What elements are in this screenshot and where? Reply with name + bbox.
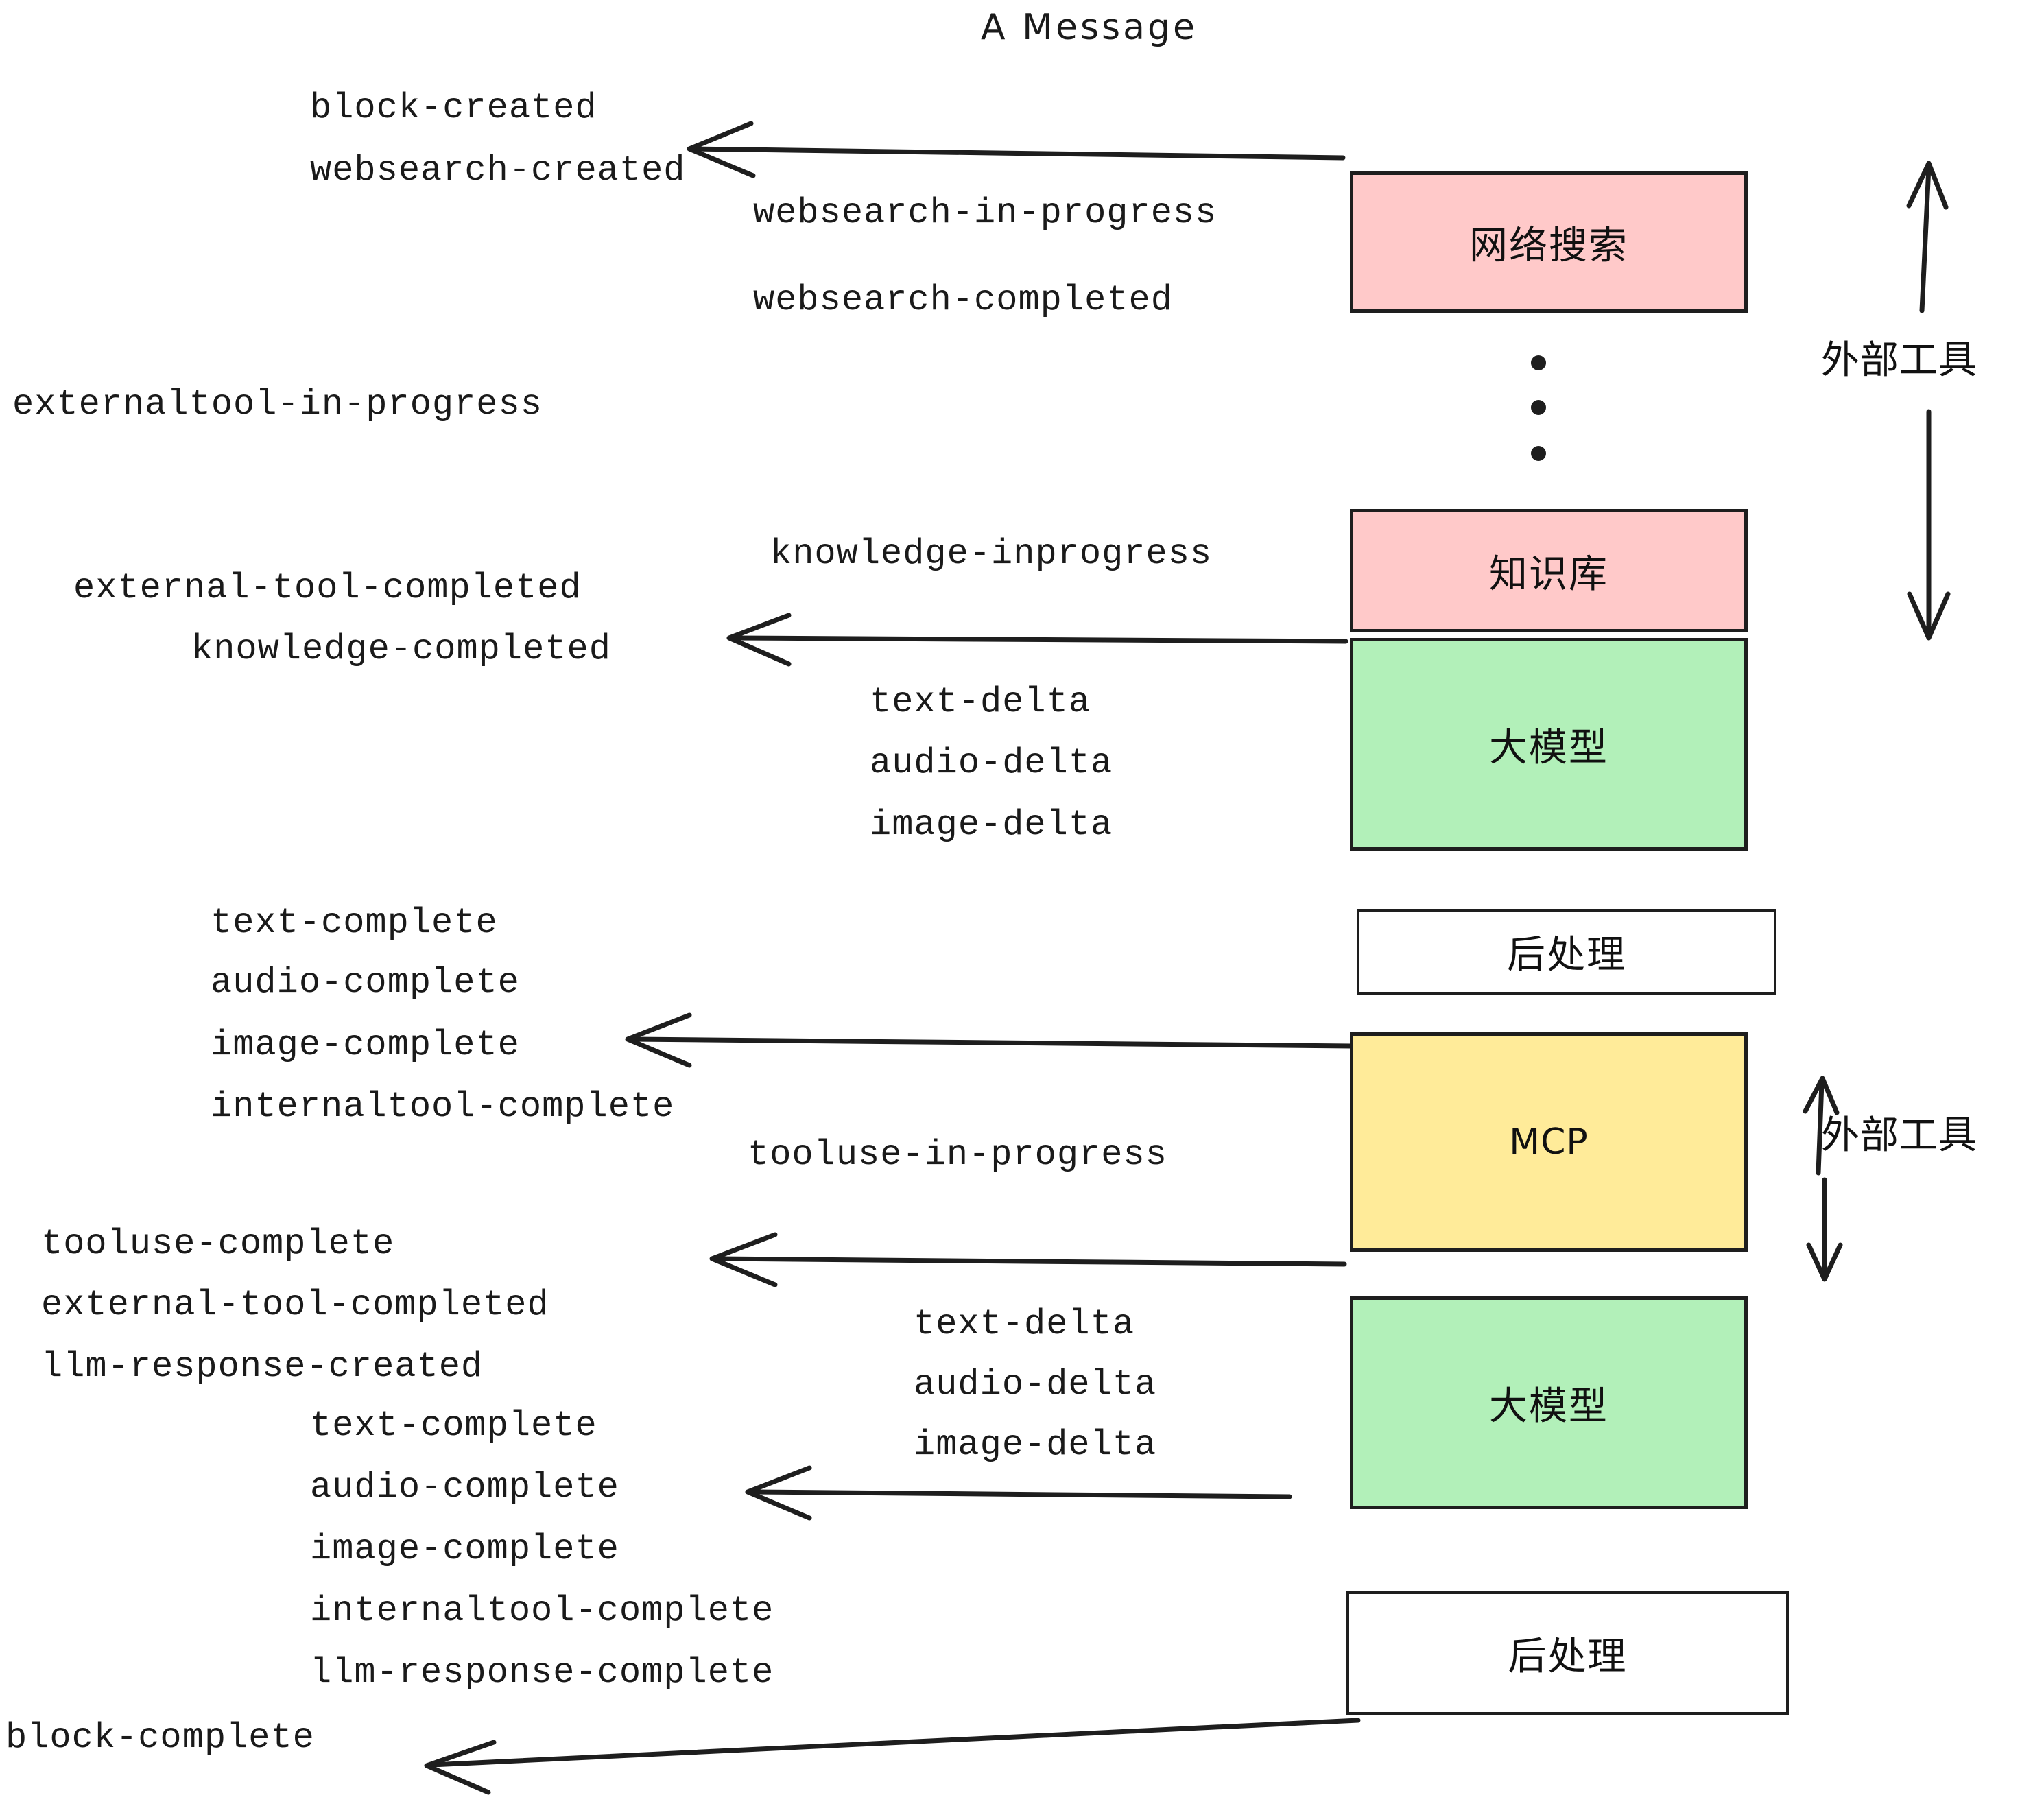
event-text-complete-2: text-complete (310, 1405, 597, 1446)
node-mcp[interactable]: MCP (1350, 1032, 1748, 1252)
event-llm-response-created: llm-response-created (41, 1346, 484, 1387)
event-block-complete: block-complete (5, 1718, 315, 1758)
page-title: A Message (981, 7, 1198, 48)
ellipsis-dot-1 (1531, 355, 1546, 370)
event-websearch-completed: websearch-completed (753, 280, 1173, 320)
node-postprocess-1[interactable]: 后处理 (1357, 909, 1776, 995)
ellipsis-dot-2 (1531, 400, 1546, 415)
event-audio-complete-1: audio-complete (211, 962, 520, 1003)
node-websearch[interactable]: 网络搜索 (1350, 171, 1748, 313)
event-knowledge-inprogress: knowledge-inprogress (770, 534, 1213, 574)
event-externaltool-in-progress: externaltool-in-progress (12, 384, 543, 425)
label-external-tool-lower: 外部工具 (1821, 1113, 1977, 1158)
node-postprocess-2[interactable]: 后处理 (1346, 1591, 1789, 1715)
node-llm-bottom[interactable]: 大模型 (1350, 1296, 1748, 1509)
event-tooluse-in-progress: tooluse-in-progress (748, 1135, 1167, 1175)
event-external-tool-completed-1: external-tool-completed (73, 568, 582, 608)
event-text-delta-1: text-delta (870, 682, 1091, 722)
event-websearch-created: websearch-created (310, 150, 686, 191)
event-internaltool-complete-1: internaltool-complete (211, 1087, 675, 1127)
event-external-tool-completed-2: external-tool-completed (41, 1285, 549, 1325)
event-image-complete-2: image-complete (310, 1529, 619, 1569)
external-tool-upper-arrow (1906, 161, 1951, 641)
ellipsis-dot-3 (1531, 446, 1546, 461)
event-llm-response-complete: llm-response-complete (310, 1652, 774, 1693)
event-internaltool-complete-2: internaltool-complete (310, 1591, 774, 1631)
event-block-created: block-created (310, 88, 597, 128)
event-text-delta-2: text-delta (914, 1304, 1135, 1344)
event-audio-complete-2: audio-complete (310, 1467, 619, 1508)
event-image-delta-1: image-delta (870, 805, 1113, 845)
event-image-complete-1: image-complete (211, 1025, 520, 1065)
event-text-complete-1: text-complete (211, 903, 498, 943)
event-tooluse-complete: tooluse-complete (41, 1224, 395, 1264)
event-websearch-in-progress: websearch-in-progress (753, 193, 1217, 233)
event-knowledge-completed: knowledge-completed (191, 629, 611, 669)
event-audio-delta-1: audio-delta (870, 743, 1113, 783)
event-audio-delta-2: audio-delta (914, 1364, 1157, 1405)
node-llm-top[interactable]: 大模型 (1350, 638, 1748, 851)
event-image-delta-2: image-delta (914, 1425, 1157, 1465)
label-external-tool-upper: 外部工具 (1821, 338, 1977, 383)
node-knowledge[interactable]: 知识库 (1350, 509, 1748, 632)
